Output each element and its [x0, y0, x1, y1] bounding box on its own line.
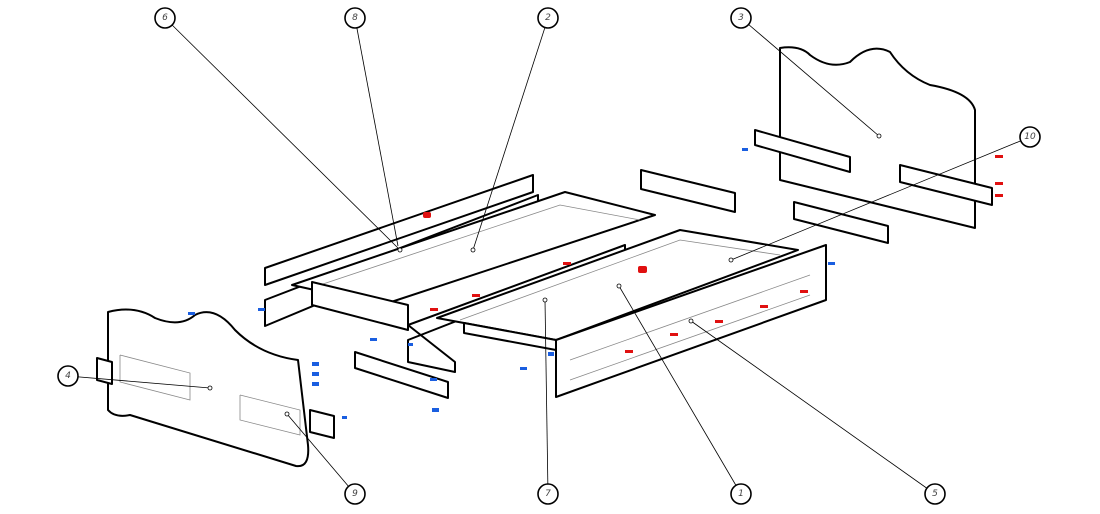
- fasteners-red: [423, 155, 1003, 353]
- drawer-front-left: [311, 281, 409, 331]
- end-rail: [354, 351, 449, 399]
- callout-10: 10: [1019, 126, 1041, 148]
- callout-label: 6: [162, 13, 168, 23]
- callout-1: 1: [730, 483, 752, 505]
- slat-rail-lower: [793, 201, 889, 244]
- callout-label: 7: [545, 489, 551, 499]
- callout-2: 2: [537, 7, 559, 29]
- callout-9: 9: [344, 483, 366, 505]
- callout-7: 7: [537, 483, 559, 505]
- leader-lines: [67, 17, 1031, 495]
- side-rail-back: [264, 174, 534, 286]
- callout-label: 3: [738, 13, 744, 23]
- callout-label: 10: [1024, 132, 1036, 142]
- callout-label: 1: [738, 489, 744, 499]
- callout-label: 4: [65, 371, 71, 381]
- callout-6: 6: [154, 7, 176, 29]
- leader-endpoints: [207, 133, 882, 417]
- callout-4: 4: [57, 365, 79, 387]
- callout-3: 3: [730, 7, 752, 29]
- callout-5: 5: [924, 483, 946, 505]
- footboard-rail-right: [309, 409, 335, 439]
- headboard-rail-left: [754, 129, 851, 173]
- fasteners-blue: [188, 148, 835, 419]
- callout-8: 8: [344, 7, 366, 29]
- callout-label: 8: [352, 13, 358, 23]
- callout-label: 5: [932, 489, 938, 499]
- callout-label: 9: [352, 489, 358, 499]
- slat-rail: [640, 169, 736, 213]
- footboard-rail-left: [96, 357, 113, 385]
- headboard-rail-right: [899, 164, 993, 206]
- callout-label: 2: [545, 13, 551, 23]
